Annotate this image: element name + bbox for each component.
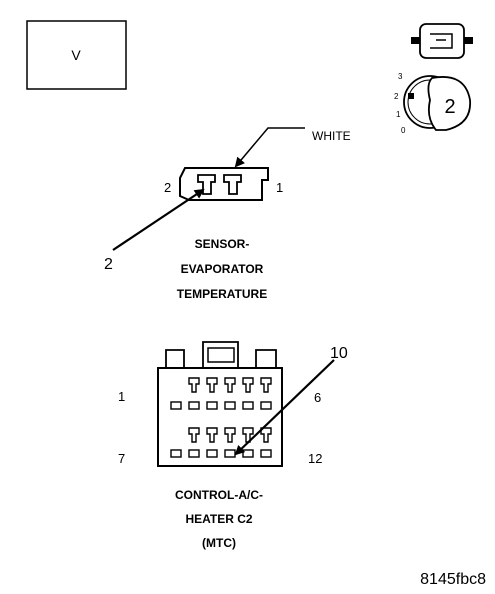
control-cavity-2 — [188, 401, 200, 410]
sensor-title-line-3: TEMPERATURE — [177, 287, 267, 301]
control-cavity-11 — [242, 449, 254, 458]
key-position-1: 1 — [396, 110, 401, 119]
control-cavity-12 — [260, 449, 272, 458]
control-pin-6-label: 6 — [314, 390, 321, 405]
control-callout-leader — [234, 359, 335, 456]
control-cavity-3 — [206, 401, 218, 410]
key-position-0: 0 — [401, 126, 406, 135]
control-cavity-1 — [170, 401, 182, 410]
connector-icon — [411, 23, 473, 59]
figure-id: 8145fbc8 — [420, 571, 486, 588]
control-title-line-2: HEATER C2 — [185, 512, 252, 526]
sensor-connector-body — [179, 167, 269, 201]
control-terminal-12 — [260, 427, 272, 443]
control-cavity-8 — [188, 449, 200, 458]
sensor-callout-number: 2 — [104, 256, 113, 273]
control-title-line-3: (MTC) — [202, 536, 236, 550]
control-cavity-7 — [170, 449, 182, 458]
key-number: 2 — [444, 96, 455, 118]
control-callout-number: 10 — [330, 345, 348, 362]
sensor-callout-leader — [112, 188, 205, 251]
control-terminal-6 — [260, 377, 272, 393]
control-terminal-2 — [188, 377, 200, 393]
sensor-terminal-1 — [223, 174, 242, 195]
key-position-3: 3 — [398, 72, 403, 81]
control-connector: 1 6 7 12 10 CONTROL-A/C- HEATER C2 (MTC) — [118, 341, 348, 550]
sensor-pin-1-label: 1 — [276, 180, 283, 195]
control-cavity-4 — [224, 401, 236, 410]
ignition-key-icon: 3 2 1 0 2 — [394, 72, 471, 135]
control-terminal-8 — [188, 427, 200, 443]
sensor-title-line-2: EVAPORATOR — [181, 262, 264, 276]
control-terminal-10 — [224, 427, 236, 443]
control-terminal-4 — [224, 377, 236, 393]
wire-color-label: WHITE — [312, 129, 351, 143]
control-pin-7-label: 7 — [118, 451, 125, 466]
sensor-title-line-1: SENSOR- — [195, 237, 250, 251]
control-terminal-5 — [242, 377, 254, 393]
sensor-connector: 2 1 WHITE 2 SENSOR- EVAPORATOR TEMPERATU… — [104, 127, 351, 301]
control-cavity-9 — [206, 449, 218, 458]
control-cavity-10 — [224, 449, 236, 458]
wire-color-leader — [234, 127, 305, 168]
control-pin-1-label: 1 — [118, 389, 125, 404]
key-position-2: 2 — [394, 92, 399, 101]
view-box-frame — [26, 20, 127, 90]
control-connector-terminals — [170, 377, 272, 458]
control-terminal-3 — [206, 377, 218, 393]
sensor-pin-2-label: 2 — [164, 180, 171, 195]
control-title-line-1: CONTROL-A/C- — [175, 488, 263, 502]
control-cavity-6 — [260, 401, 272, 410]
view-box-letter: V — [71, 47, 81, 63]
sensor-terminal-2 — [197, 174, 216, 195]
view-indicator: V — [26, 20, 127, 90]
control-connector-latch — [165, 341, 277, 368]
control-pin-12-label: 12 — [308, 451, 322, 466]
control-cavity-5 — [242, 401, 254, 410]
control-terminal-9 — [206, 427, 218, 443]
